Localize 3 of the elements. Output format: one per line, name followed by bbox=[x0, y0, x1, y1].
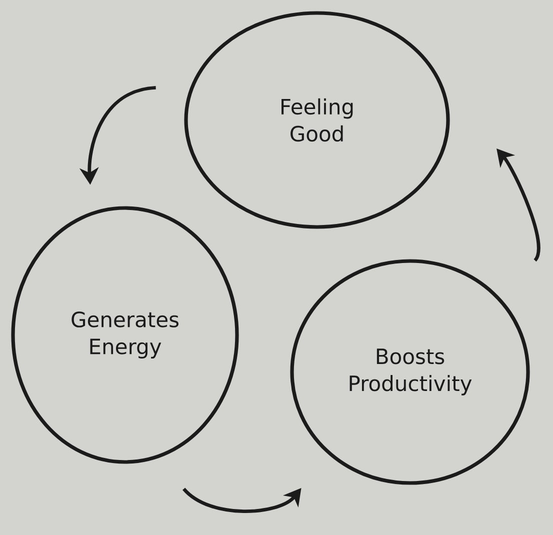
oval-node: Generates Energy bbox=[11, 206, 239, 464]
oval-node: Feeling Good bbox=[184, 11, 450, 229]
oval-node: Boosts Productivity bbox=[290, 259, 530, 485]
